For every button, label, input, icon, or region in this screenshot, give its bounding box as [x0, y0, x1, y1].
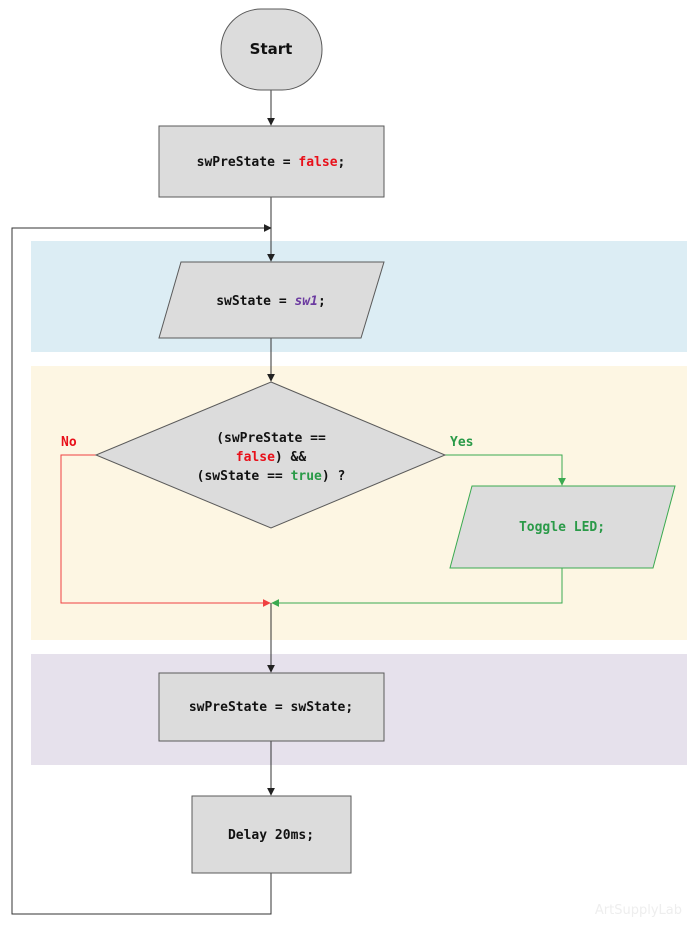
update-statement: swPreState = swState; [189, 700, 353, 715]
update-process-node [158, 672, 385, 742]
read-op: = [271, 294, 294, 309]
init-var: swPreState [197, 155, 275, 170]
read-statement: swState = sw1; [216, 294, 326, 309]
read-end: ; [318, 294, 326, 309]
init-statement: swPreState = false; [197, 155, 346, 170]
init-end: ; [338, 155, 346, 170]
read-input-node [158, 261, 385, 339]
delay-statement: Delay 20ms; [228, 828, 314, 843]
decision-and: ) && [275, 450, 306, 465]
decision-line-1: (swPreState == [216, 431, 326, 446]
watermark: ArtSupplyLab [595, 903, 682, 918]
decision-swstate: (swState == [197, 469, 291, 484]
edge-yes-branch [445, 454, 566, 486]
init-op: = [275, 155, 298, 170]
decision-false-value: false [236, 450, 275, 465]
toggle-led-label: Toggle LED; [519, 520, 605, 535]
decision-line-3: (swState == true) ? [197, 469, 346, 484]
read-value: sw1 [294, 294, 317, 309]
loop-back-edge [11, 224, 272, 915]
edge-no-branch [60, 454, 271, 607]
init-value: false [298, 155, 337, 170]
decision-line-2: false) && [236, 450, 307, 465]
init-process-node [158, 125, 385, 198]
read-var: swState [216, 294, 271, 309]
toggle-led-node [449, 485, 676, 569]
start-node [220, 8, 323, 91]
start-label: Start [250, 40, 293, 58]
delay-process-node [191, 795, 352, 874]
no-branch-label: No [61, 435, 77, 450]
yes-branch-label: Yes [450, 435, 473, 450]
decision-question: ) ? [322, 469, 345, 484]
decision-true-value: true [291, 469, 322, 484]
decision-node [94, 381, 447, 529]
edge-toggle-merge [271, 568, 563, 607]
